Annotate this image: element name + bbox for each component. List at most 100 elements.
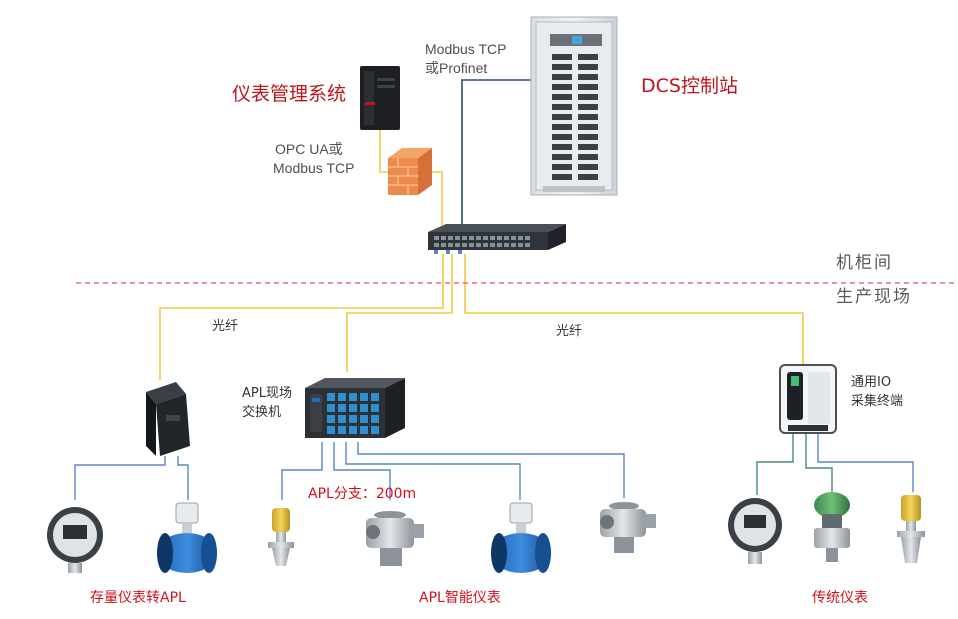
pressure-gauge-icon	[47, 507, 103, 573]
pressure-transmitter-icon	[814, 492, 850, 562]
switch-port	[490, 236, 495, 240]
dcs-module-slot	[578, 94, 598, 100]
flowmeter-icon	[491, 502, 551, 573]
fiber-label-right: 光纤	[556, 324, 583, 339]
switch-port	[448, 243, 453, 247]
apl-port	[349, 426, 357, 434]
dcs-module-slot	[578, 74, 598, 80]
switch-port	[518, 236, 523, 240]
apl-port	[338, 404, 346, 412]
switch-port	[469, 243, 474, 247]
dcs-module-slot	[552, 164, 572, 170]
apl-port	[349, 404, 357, 412]
group-right-caption: 传统仪表	[812, 590, 868, 606]
tower-server-icon	[360, 66, 400, 130]
dcs-module-slot	[578, 114, 598, 120]
apl-port	[327, 404, 335, 412]
switch-port	[497, 243, 502, 247]
cabinet-icon	[530, 16, 618, 196]
apl-port	[338, 415, 346, 423]
dcs-module-slot	[578, 64, 598, 70]
io-wire-1	[756, 433, 794, 495]
opc-protocol-line1: OPC UA或	[275, 141, 343, 157]
dcs-module-slot	[578, 54, 598, 60]
switch-port	[441, 236, 446, 240]
dcs-module-slot	[578, 104, 598, 110]
apl-converter-icon	[146, 382, 190, 456]
group-left-caption: 存量仪表转APL	[90, 590, 186, 606]
apl-port	[327, 426, 335, 434]
switch-port	[476, 236, 481, 240]
group-mid-caption: APL智能仪表	[419, 590, 501, 606]
dcs-module-slot	[552, 54, 572, 60]
switch-port	[455, 236, 460, 240]
fiber-left-link	[159, 254, 444, 380]
apl-switch-label-line1: APL现场	[242, 386, 292, 401]
apl-port	[371, 426, 379, 434]
apl-port	[371, 393, 379, 401]
switch-port	[448, 236, 453, 240]
fiber-label-left: 光纤	[212, 319, 239, 334]
apl-copper-2	[333, 442, 391, 500]
switch-port	[511, 243, 516, 247]
switch-port	[525, 236, 530, 240]
switch-port	[455, 243, 460, 247]
valve-actuator-icon	[366, 511, 424, 566]
io-wire-3	[817, 433, 914, 492]
connection-lines	[74, 79, 914, 500]
apl-copper-1	[281, 442, 323, 500]
apl-port	[327, 415, 335, 423]
dcs-module-slot	[578, 134, 598, 140]
flowmeter-icon	[157, 502, 217, 573]
mgmt-system-label: 仪表管理系统	[232, 83, 347, 105]
dcs-module-slot	[578, 84, 598, 90]
dcs-module-slot	[552, 134, 572, 140]
apl-copper-4	[357, 442, 625, 498]
apl-branch-label: APL分支：200m	[308, 486, 417, 502]
apl-switch-label-line2: 交换机	[242, 405, 282, 420]
network-switch-icon	[428, 224, 566, 254]
switch-port	[483, 243, 488, 247]
switch-port	[497, 236, 502, 240]
apl-port	[349, 393, 357, 401]
dcs-module-slot	[552, 74, 572, 80]
dcs-module-slot	[552, 84, 572, 90]
dcs-module-slot	[552, 124, 572, 130]
apl-port	[360, 404, 368, 412]
switch-port	[469, 236, 474, 240]
io-terminal-icon	[779, 364, 837, 434]
switch-port	[441, 243, 446, 247]
dcs-module-slot	[552, 144, 572, 150]
switch-port	[462, 243, 467, 247]
switch-port	[476, 243, 481, 247]
dcs-module-slot	[578, 124, 598, 130]
io-terminal-label-line1: 通用IO	[851, 375, 892, 390]
dcs-module-slot	[578, 144, 598, 150]
left-copper-2	[177, 456, 189, 500]
opc-protocol-line2: Modbus TCP	[273, 160, 355, 176]
dcs-station-label: DCS控制站	[641, 75, 738, 97]
fiber-right-link	[464, 254, 804, 365]
production-site-label: 生产现场	[836, 287, 912, 307]
field-switch-icon	[305, 378, 405, 438]
dcs-module-slot	[552, 104, 572, 110]
fiber-apl-link	[346, 254, 453, 372]
radar-level-icon	[268, 508, 294, 566]
switch-port	[525, 243, 530, 247]
firewall-icon	[388, 148, 432, 195]
dcs-link	[461, 79, 531, 225]
left-copper-1	[74, 456, 166, 500]
switch-port	[504, 243, 509, 247]
switch-port	[511, 236, 516, 240]
apl-port	[360, 415, 368, 423]
apl-port	[327, 393, 335, 401]
dcs-protocol-line2: 或Profinet	[425, 60, 488, 76]
dcs-module-slot	[552, 64, 572, 70]
apl-port	[349, 415, 357, 423]
apl-port	[360, 393, 368, 401]
switch-port	[434, 243, 439, 247]
dcs-module-slot	[552, 114, 572, 120]
radar-level-icon	[897, 495, 925, 563]
apl-port	[338, 426, 346, 434]
